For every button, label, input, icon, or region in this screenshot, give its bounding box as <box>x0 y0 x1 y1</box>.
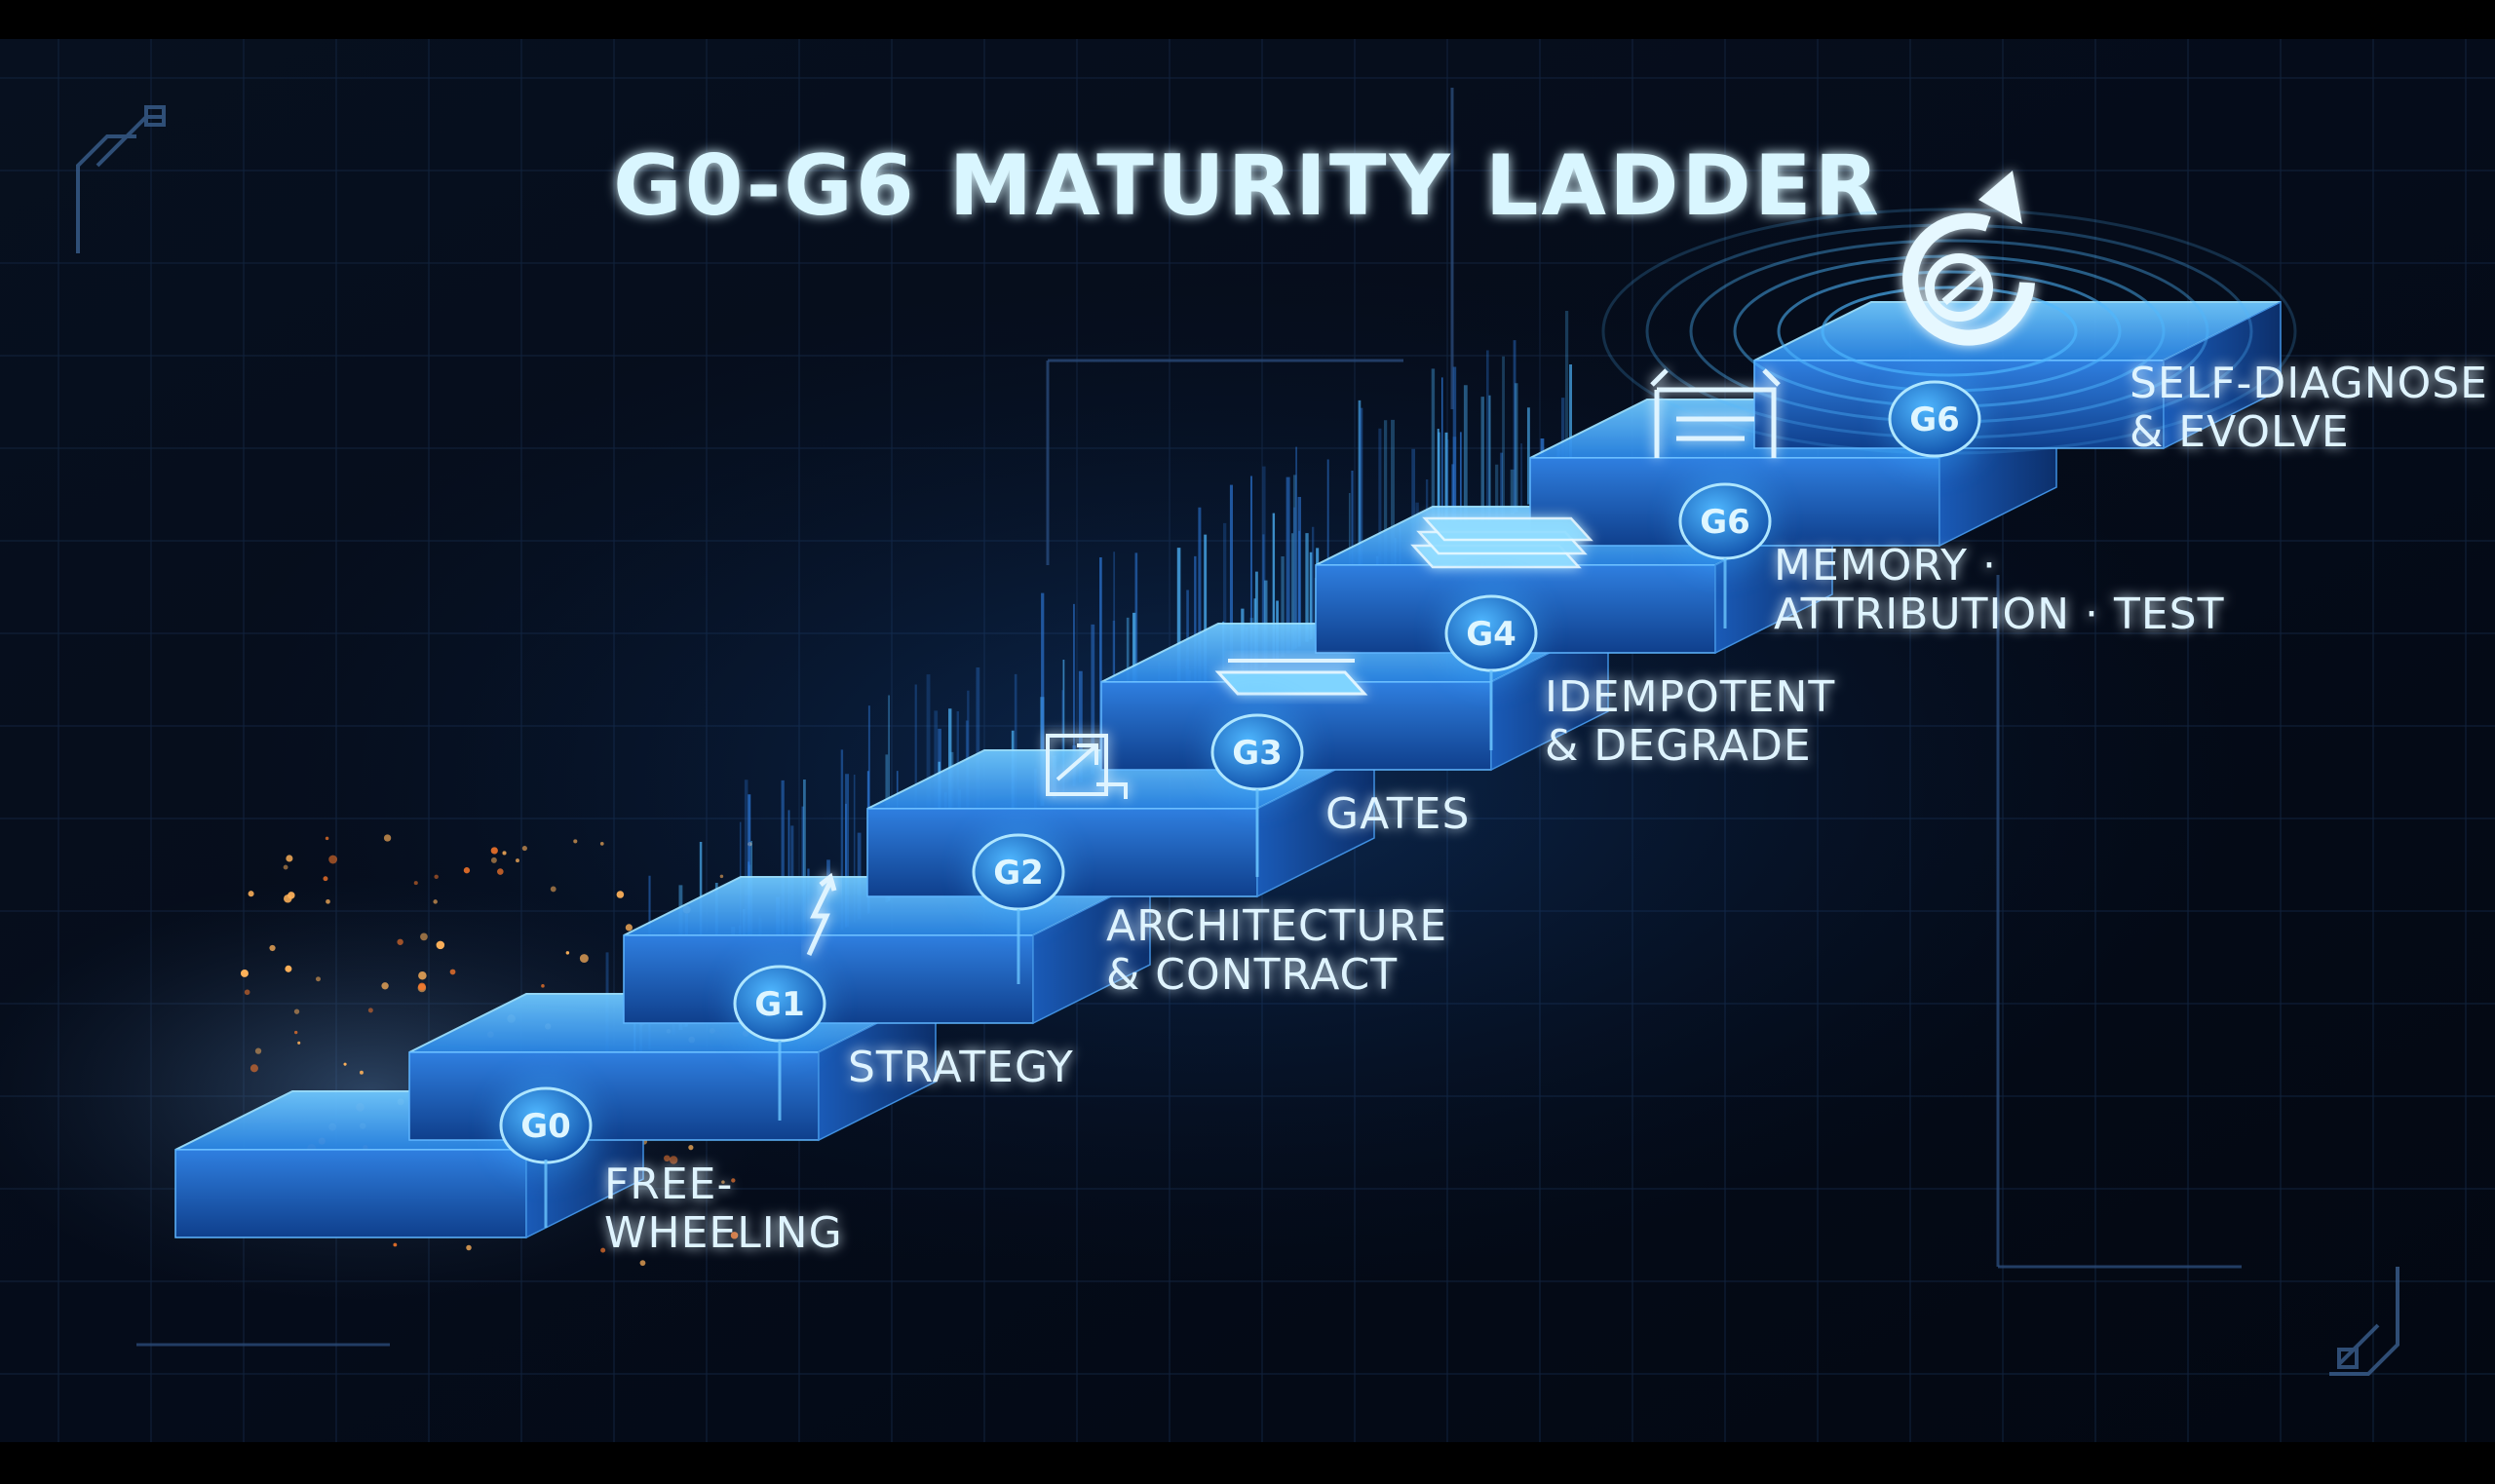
bottom-letterbox <box>0 1442 2495 1484</box>
step-label-line: & EVOLVE <box>2130 407 2350 457</box>
step-labels: FREE-WHEELING STRATEGY ARCHITECTURE& CONTR… <box>604 359 2488 1258</box>
step-label-line: SELF-DIAGNOSE <box>2130 359 2488 408</box>
step-label-line: STRATEGY <box>848 1043 1074 1092</box>
stair-front-face <box>174 1149 527 1238</box>
blueprint-icon <box>1046 734 1128 799</box>
circuit-corner-bottom-right <box>2329 1267 2399 1376</box>
step-badge-label: G1 <box>754 985 805 1024</box>
cycle-arrow-icon <box>1902 171 2035 346</box>
step-badge-label: G0 <box>520 1107 571 1146</box>
stair-step <box>623 875 1151 1025</box>
step-badge-label: G3 <box>1232 734 1283 773</box>
gate-bar-icon <box>1214 659 1368 696</box>
circuit-corner-top-left <box>76 105 166 253</box>
page-title: G0-G6 MATURITY LADDER <box>613 137 1882 235</box>
stair-side-face <box>2163 300 2282 450</box>
step-label: ARCHITECTURE& CONTRACT <box>1106 901 1447 1000</box>
step-label-line: WHEELING <box>604 1208 843 1258</box>
arrow-zigzag-icon <box>806 872 837 957</box>
step-label-line: & CONTRACT <box>1106 950 1398 1000</box>
top-letterbox <box>0 0 2495 39</box>
step-icons <box>806 171 2035 957</box>
step-badge: G2 <box>968 821 1069 923</box>
step-badge: G3 <box>1207 702 1308 803</box>
step-label: IDEMPOTENT& DEGRADE <box>1545 672 1835 771</box>
step-label-line: & DEGRADE <box>1545 721 1812 771</box>
test-bench-icon <box>1650 368 1781 458</box>
layers-icon <box>1410 516 1593 569</box>
step-badge-label: G6 <box>1700 503 1750 542</box>
step-badge: G1 <box>729 953 830 1054</box>
step-label-line: ARCHITECTURE <box>1106 901 1447 951</box>
step-label-line: GATES <box>1325 789 1470 839</box>
step-badge-label: G2 <box>993 854 1044 893</box>
step-label: MEMORY ·ATTRIBUTION · TEST <box>1774 541 2224 639</box>
step-label-line: ATTRIBUTION · TEST <box>1774 590 2224 639</box>
step-label-line: IDEMPOTENT <box>1545 672 1835 722</box>
step-badge: G4 <box>1440 583 1542 684</box>
step-badge-label: G4 <box>1466 615 1516 654</box>
step-badge: G0 <box>495 1075 596 1176</box>
step-label: FREE-WHEELING <box>604 1160 843 1258</box>
step-badge: G6 <box>1674 471 1776 572</box>
step-badge-label: G6 <box>1909 400 1960 439</box>
stair-front-face <box>408 1051 820 1141</box>
step-label-line: FREE- <box>604 1160 733 1209</box>
step-badge: G6 <box>1884 368 1985 470</box>
step-label: STRATEGY <box>848 1043 1074 1092</box>
step-label: SELF-DIAGNOSE& EVOLVE <box>2130 359 2488 457</box>
step-label-line: MEMORY · <box>1774 541 1997 590</box>
step-label: GATES <box>1325 789 1470 839</box>
